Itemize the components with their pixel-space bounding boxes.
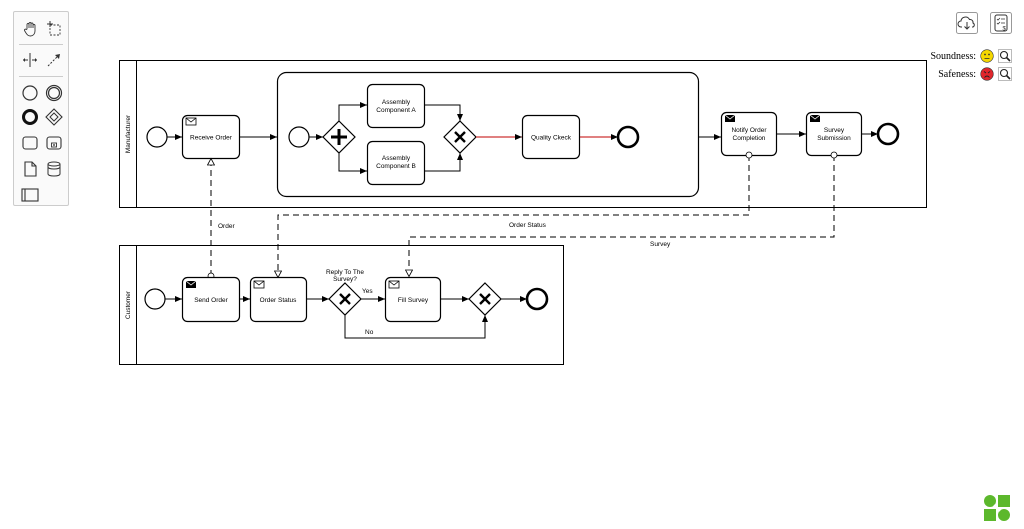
task-quality-check-label: Quality Ckeck bbox=[531, 135, 572, 142]
neutral-face-icon bbox=[980, 49, 994, 63]
soundness-label: Soundness: bbox=[930, 50, 976, 62]
subprocess-icon[interactable] bbox=[43, 132, 65, 154]
task-survey-submission[interactable]: Survey Submission bbox=[805, 111, 863, 157]
task-assembly-b-label-2: Component B bbox=[376, 163, 416, 170]
tool-palette bbox=[13, 11, 69, 206]
space-tool-icon[interactable] bbox=[19, 49, 41, 71]
message-flow-order-status[interactable]: Order Status bbox=[278, 155, 749, 277]
task-fill-survey[interactable]: Fill Survey bbox=[384, 276, 442, 323]
task-receive-order[interactable]: Receive Order bbox=[181, 114, 241, 160]
gateway-icon[interactable] bbox=[43, 106, 65, 128]
svg-text:$: $ bbox=[1003, 27, 1007, 33]
task-fill-survey-label: Fill Survey bbox=[398, 297, 429, 304]
gateway-question-line-2: Survey? bbox=[333, 276, 357, 283]
exclusive-gateway-merge[interactable] bbox=[468, 282, 502, 316]
task-send-order-label: Send Order bbox=[194, 297, 228, 304]
cloud-download-icon[interactable] bbox=[956, 12, 978, 34]
soundness-magnifier-icon[interactable] bbox=[998, 49, 1012, 63]
end-event-icon[interactable] bbox=[19, 106, 41, 128]
task-icon[interactable] bbox=[19, 132, 41, 154]
connect-tool-icon[interactable] bbox=[43, 49, 65, 71]
flow-label-no: No bbox=[365, 329, 374, 336]
task-assembly-a[interactable]: Assembly Component A bbox=[366, 83, 426, 129]
task-assembly-a-label-2: Component A bbox=[376, 107, 416, 114]
soundness-status: Soundness: bbox=[930, 49, 1012, 63]
task-send-order[interactable]: Send Order bbox=[181, 276, 241, 323]
message-flow-order-label: Order bbox=[218, 223, 235, 230]
start-event-customer[interactable] bbox=[144, 288, 166, 310]
end-event-customer[interactable] bbox=[525, 287, 549, 311]
task-notify-order-completion[interactable]: Notify Order Completion bbox=[720, 111, 778, 157]
task-assembly-a-label-1: Assembly bbox=[382, 99, 411, 106]
start-event-subprocess[interactable] bbox=[288, 126, 310, 148]
message-flow-order[interactable]: Order bbox=[211, 159, 235, 276]
verify-icon[interactable]: $ bbox=[990, 12, 1012, 34]
task-assembly-b-label-1: Assembly bbox=[382, 155, 411, 162]
end-event-subprocess[interactable] bbox=[616, 125, 640, 149]
task-assembly-b[interactable]: Assembly Component B bbox=[366, 140, 426, 186]
exclusive-gateway-survey[interactable]: Reply To The Survey? bbox=[326, 269, 364, 316]
start-event-icon[interactable] bbox=[19, 82, 41, 104]
intermediate-event-icon[interactable] bbox=[43, 82, 65, 104]
message-flow-survey-label: Survey bbox=[650, 241, 671, 248]
message-flow-order-status-label: Order Status bbox=[509, 222, 547, 229]
task-survey-label-1: Survey bbox=[824, 127, 845, 134]
task-notify-label-1: Notify Order bbox=[731, 127, 767, 134]
exclusive-gateway-join[interactable] bbox=[443, 120, 477, 154]
task-notify-label-2: Completion bbox=[733, 135, 766, 142]
sad-face-icon bbox=[980, 67, 994, 81]
task-order-status[interactable]: Order Status bbox=[249, 276, 308, 323]
task-quality-check[interactable]: Quality Ckeck bbox=[521, 114, 581, 160]
gateway-question-line-1: Reply To The bbox=[326, 269, 364, 276]
pool-icon[interactable] bbox=[19, 184, 41, 206]
safeness-magnifier-icon[interactable] bbox=[998, 67, 1012, 81]
start-event-manufacturer[interactable] bbox=[146, 126, 168, 148]
message-flow-survey[interactable]: Survey bbox=[409, 155, 834, 276]
hand-tool-icon[interactable] bbox=[19, 18, 41, 40]
data-store-icon[interactable] bbox=[43, 158, 65, 180]
lasso-tool-icon[interactable] bbox=[43, 18, 65, 40]
safeness-status: Safeness: bbox=[938, 67, 1012, 81]
data-object-icon[interactable] bbox=[19, 158, 41, 180]
safeness-label: Safeness: bbox=[938, 68, 976, 80]
task-survey-label-2: Submission bbox=[817, 135, 851, 142]
task-receive-order-label: Receive Order bbox=[190, 135, 233, 142]
app-logo-icon bbox=[984, 495, 1010, 521]
pool-label-manufacturer: Manufacturer bbox=[125, 114, 132, 153]
pool-label-customer: Customer bbox=[125, 290, 132, 319]
parallel-gateway[interactable] bbox=[322, 120, 356, 154]
task-order-status-label: Order Status bbox=[260, 297, 298, 304]
flow-label-yes: Yes bbox=[362, 288, 373, 295]
end-event-manufacturer[interactable] bbox=[876, 122, 900, 146]
